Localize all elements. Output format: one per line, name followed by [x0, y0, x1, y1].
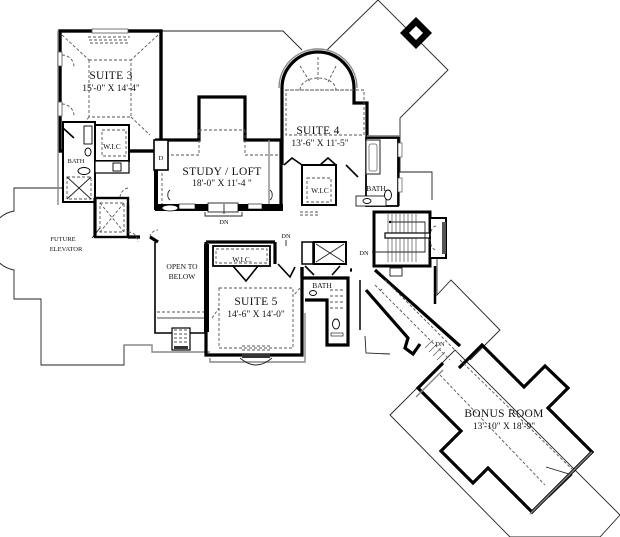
bonus-hall — [350, 267, 462, 361]
stair-down-bonus: DN — [435, 341, 445, 348]
suite-5-wic-label: W.I.C. — [232, 255, 252, 264]
suite-5-bath-label: BATH — [312, 281, 332, 290]
suite-4-bath — [355, 135, 403, 207]
open-to-below — [124, 242, 210, 353]
suite-4 — [278, 48, 400, 206]
suite-5-name: SUITE 5 — [234, 296, 277, 308]
main-stair — [372, 210, 447, 304]
suite-3-bath-label: BATH — [68, 158, 85, 165]
suite-3-dimensions: 15'-0" X 14'-4" — [82, 84, 140, 94]
bonus-room — [415, 342, 595, 515]
suite-5-dimensions: 14'-6" X 14'-0" — [227, 310, 285, 320]
suite-4-wic-label: W.I.C — [311, 186, 329, 195]
hallway-walls — [93, 198, 318, 244]
future-elevator-label-2: ELEVATOR — [50, 246, 83, 253]
bonus-room-dimensions: 13'-10" X 18'-9" — [473, 422, 535, 432]
suite-4-name: SUITE 4 — [296, 125, 339, 137]
future-elevator — [91, 187, 130, 239]
roof-ornament-icon — [400, 17, 432, 49]
linen-closet-label: D — [159, 155, 164, 162]
future-elevator-label-1: FUTURE — [50, 236, 75, 243]
stair-down-main: DN — [359, 250, 369, 257]
suite-3-wic — [94, 124, 130, 174]
study-loft — [153, 95, 283, 217]
stair-down-hall: DN — [281, 233, 291, 240]
study-loft-name: STUDY / LOFT — [182, 166, 261, 178]
suite-3-wic-label: W.I.C — [103, 142, 121, 151]
study-loft-dimensions: 18'-0" X 11'-4 " — [192, 179, 252, 189]
open-to-below-label-2: BELOW — [169, 272, 197, 281]
open-to-below-label-1: OPEN TO — [166, 262, 198, 271]
suite-4-bath-label: BATH — [366, 184, 386, 193]
suite-5-bath — [300, 241, 350, 347]
bonus-room-name: BONUS ROOM — [464, 408, 543, 420]
suite-5 — [204, 240, 306, 366]
suite-3-name: SUITE 3 — [89, 70, 132, 82]
stair-down-study: DN — [219, 219, 229, 226]
suite-4-dimensions: 13'-6" X 11'-5" — [291, 139, 348, 149]
